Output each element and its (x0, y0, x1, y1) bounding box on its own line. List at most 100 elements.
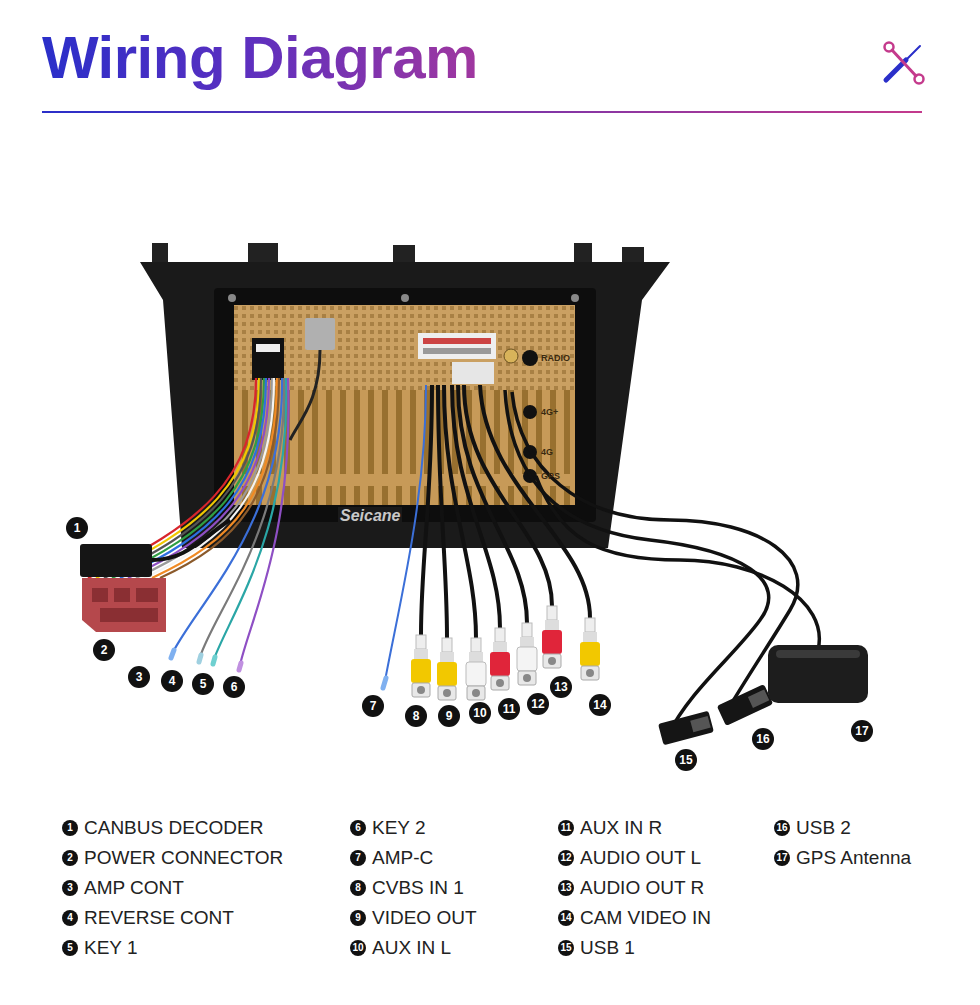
4g-socket (523, 405, 537, 419)
clip (152, 243, 168, 265)
port-label: GPS (541, 471, 560, 482)
legend-number: 4 (62, 910, 78, 926)
port-label: 4G+ (541, 407, 558, 418)
rca-plug (466, 638, 486, 700)
callout-number: 3 (128, 666, 150, 688)
wire-tip (239, 663, 241, 670)
callout-number: 7 (362, 695, 384, 717)
connector-slot (92, 588, 108, 602)
callout-number: 8 (405, 705, 427, 727)
legend-text: CVBS IN 1 (372, 877, 464, 899)
amp-cont-wire (173, 378, 282, 652)
usb-cable (512, 392, 798, 716)
legend-number: 11 (558, 820, 574, 836)
legend-number: 17 (774, 850, 790, 866)
legend-text: GPS Antenna (796, 847, 911, 869)
callout-number: 4 (161, 670, 183, 692)
rca-plug (542, 606, 562, 668)
key1-wire (214, 378, 286, 659)
legend-number: 2 (62, 850, 78, 866)
legend-text: KEY 2 (372, 817, 426, 839)
callout-number: 13 (550, 676, 572, 698)
callout-number: 16 (752, 728, 774, 750)
wire-tip (213, 657, 215, 664)
legend-number: 6 (350, 820, 366, 836)
legend-text: USB 1 (580, 937, 635, 959)
callout-number: 6 (223, 676, 245, 698)
amp-c-wire (384, 385, 426, 686)
power-harness (88, 378, 289, 665)
rca-plug (517, 623, 537, 685)
harness-socket (256, 344, 280, 352)
legend-number: 9 (350, 910, 366, 926)
rca-cable (421, 385, 432, 635)
clip (248, 243, 278, 265)
legend-number: 7 (350, 850, 366, 866)
legend-text: AUX IN L (372, 937, 451, 959)
wire-tips (171, 650, 241, 670)
clip (574, 243, 592, 265)
pin-row (423, 348, 491, 354)
power-connector (82, 578, 166, 632)
callout-number: 5 (192, 673, 214, 695)
radio-socket (522, 350, 538, 366)
legend-number: 13 (558, 880, 574, 896)
usb-connector (658, 711, 714, 746)
rca-socket (452, 362, 494, 384)
rca-plug (411, 635, 431, 697)
callout-number: 15 (675, 749, 697, 771)
wire-tip (171, 650, 174, 658)
wire (144, 378, 274, 578)
port-label: 4G (541, 447, 553, 458)
wire (290, 350, 320, 440)
antenna-highlight (776, 650, 860, 658)
callout-number: 11 (498, 698, 520, 720)
legend-number: 12 (558, 850, 574, 866)
legend-text: REVERSE CONT (84, 907, 234, 929)
legend-text: USB 2 (796, 817, 851, 839)
legend-text: AMP CONT (84, 877, 184, 899)
watermark: Seicane (338, 507, 402, 525)
legend-text: AUX IN R (580, 817, 662, 839)
screw (401, 294, 409, 302)
camera-cable (480, 385, 590, 618)
harness-socket (252, 338, 284, 380)
port-label: RADIO (541, 353, 570, 364)
legend-text: CAM VIDEO IN (580, 907, 711, 929)
decoder-cable (152, 520, 230, 560)
callout-number: 17 (851, 720, 873, 742)
legend-text: AUDIO OUT R (580, 877, 704, 899)
canbus-decoder (80, 544, 152, 577)
screw (228, 294, 236, 302)
legend-text: AMP-C (372, 847, 433, 869)
gps-antenna (768, 645, 868, 703)
connector-slot (100, 608, 158, 622)
back-panel (234, 305, 575, 390)
legend-number: 8 (350, 880, 366, 896)
page-title: Wiring Diagram (42, 26, 478, 90)
wire (152, 378, 277, 578)
legend-text: POWER CONNECTOR (84, 847, 283, 869)
tools-icon (885, 43, 924, 84)
screwdriver-shaft (906, 46, 920, 60)
title-rule (42, 111, 922, 113)
wire-tip (199, 655, 201, 662)
legend-text: KEY 1 (84, 937, 138, 959)
gps-cable (536, 476, 819, 650)
legend-number: 10 (350, 940, 366, 956)
callout-number: 10 (469, 702, 491, 724)
legend-number: 15 (558, 940, 574, 956)
callout-number: 12 (527, 693, 549, 715)
legend-number: 3 (62, 880, 78, 896)
legend-text: AUDIO OUT L (580, 847, 701, 869)
wrench-head (915, 75, 924, 84)
usb-connector (717, 684, 773, 726)
callout-number: 1 (66, 517, 88, 539)
rca-socket (418, 333, 496, 359)
wire-tip (383, 678, 386, 688)
callout-number: 9 (438, 705, 460, 727)
usb-cable (505, 390, 769, 735)
callout-number: 14 (589, 694, 611, 716)
antenna-socket (504, 349, 518, 363)
